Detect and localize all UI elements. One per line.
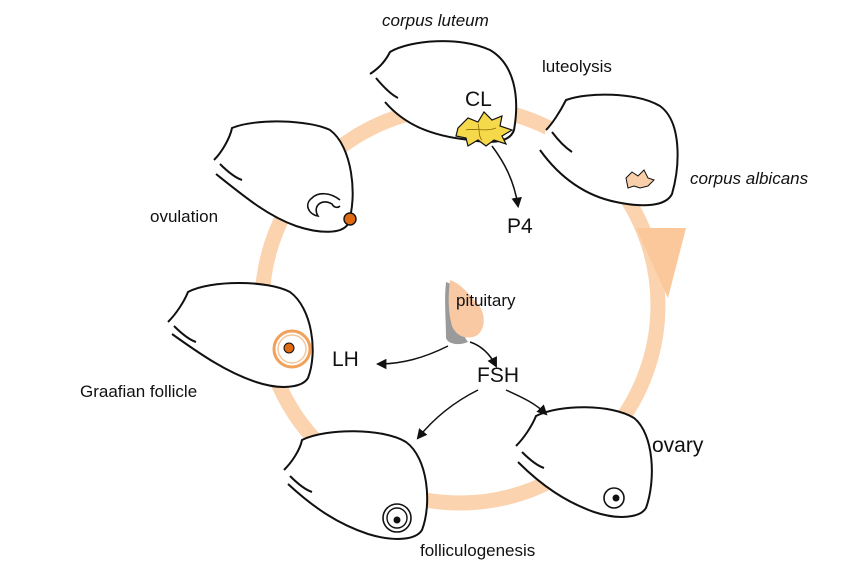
label-pituitary: pituitary <box>456 291 516 310</box>
hormone-arrows <box>375 145 548 440</box>
ovary-corpus-albicans <box>539 93 679 207</box>
label-luteolysis: luteolysis <box>542 57 612 76</box>
label-folliculogenesis: folliculogenesis <box>420 541 535 560</box>
graafian-follicle-ring <box>272 329 312 369</box>
arrow-pituitary-to-fsh <box>469 341 497 368</box>
cycle-direction-arrow <box>636 228 686 298</box>
ovary-folliculogenesis <box>283 430 429 540</box>
ovulated-oocyte <box>343 212 357 226</box>
arrow-fsh-to-folliculogenesis <box>416 389 479 440</box>
label-corpus-albicans: corpus albicans <box>690 169 809 188</box>
graafian-oocyte <box>283 342 295 354</box>
label-corpus-luteum: corpus luteum <box>382 11 489 30</box>
ovary-corpus-luteum <box>369 40 518 147</box>
corpus-luteum-shape <box>455 111 514 147</box>
label-ovary: ovary <box>652 434 704 457</box>
arrow-fsh-to-ovary <box>505 389 548 416</box>
label-graafian-follicle: Graafian follicle <box>80 382 197 401</box>
corpus-albicans-shape <box>625 169 655 189</box>
label-cl: CL <box>465 88 492 111</box>
label-lh: LH <box>332 348 359 371</box>
arrow-cl-to-p4 <box>491 145 522 209</box>
label-fsh: FSH <box>477 364 519 387</box>
ovary-resting <box>515 406 653 518</box>
ovary-graafian-follicle <box>167 282 314 388</box>
label-ovulation: ovulation <box>150 207 218 226</box>
ovary-ovulation <box>213 120 357 233</box>
label-p4: P4 <box>507 215 533 238</box>
arrow-pituitary-to-lh <box>375 345 449 370</box>
pituitary-gland <box>445 280 484 345</box>
